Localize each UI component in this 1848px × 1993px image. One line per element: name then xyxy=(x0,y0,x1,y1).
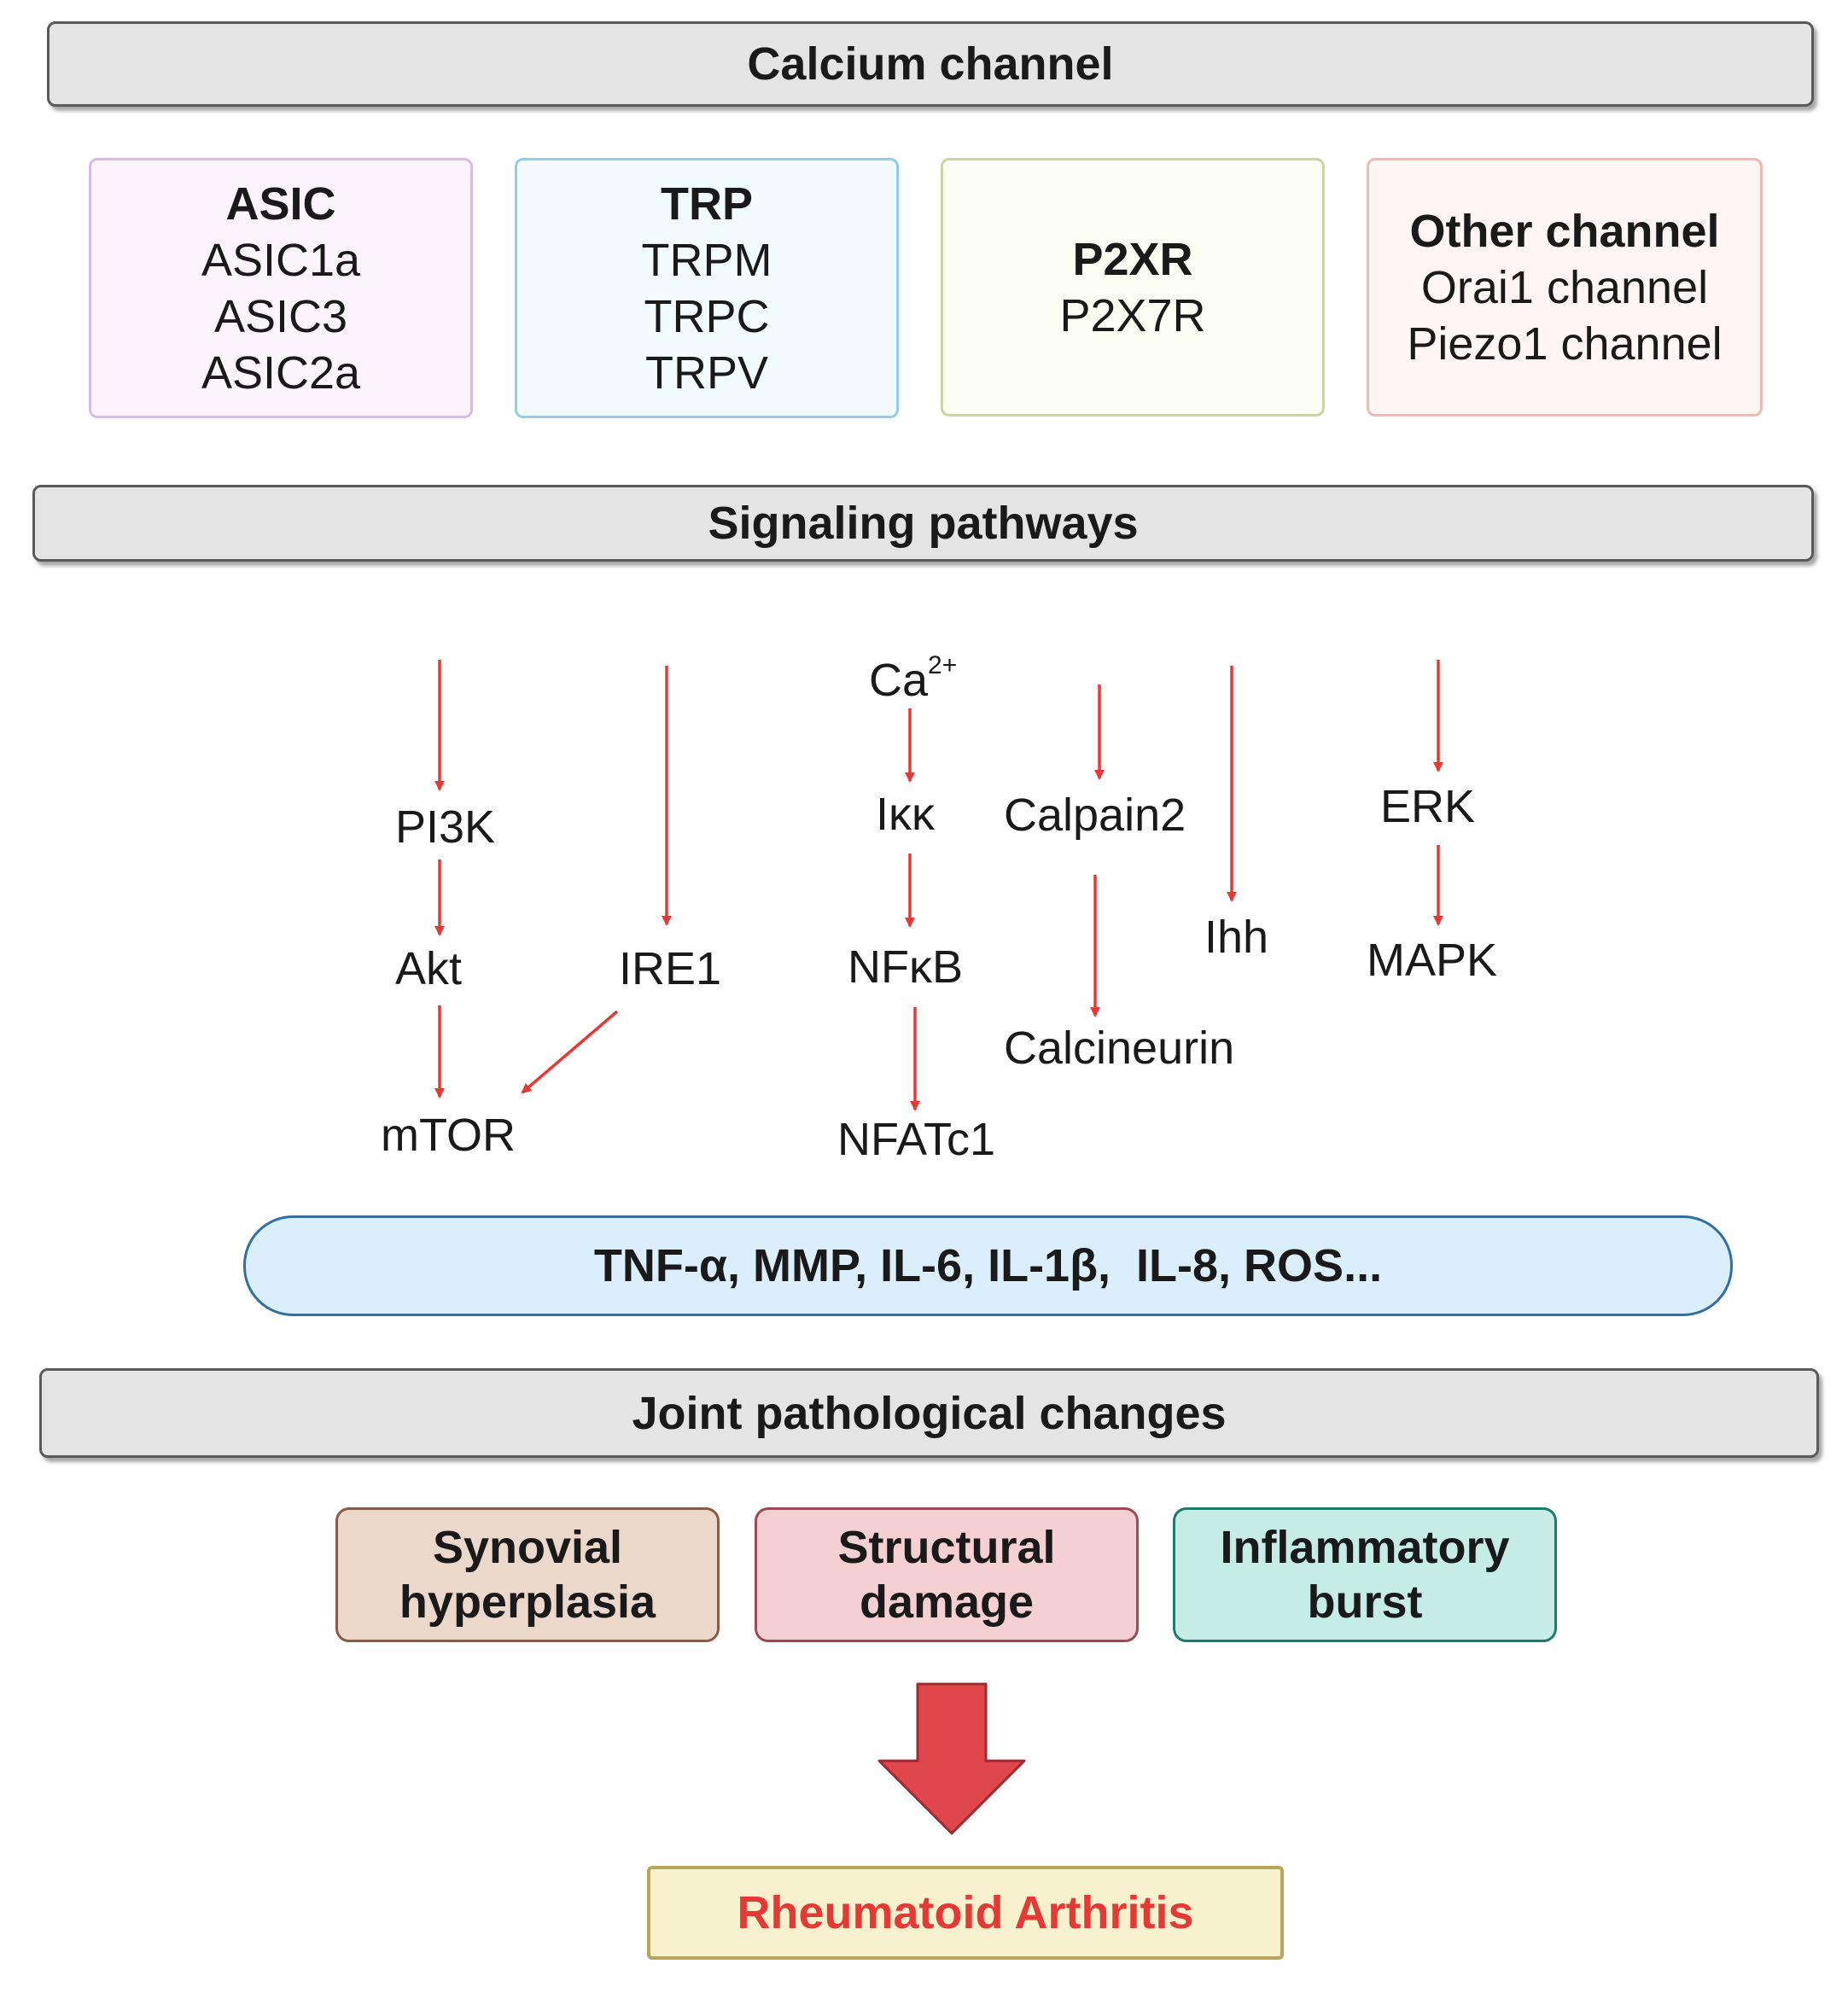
pathology-structural-damage: Structural damage xyxy=(755,1507,1139,1642)
mol-mapk: MAPK xyxy=(1367,935,1498,986)
channel-box-p2xr: P2XR P2X7R xyxy=(941,158,1325,417)
section-joint-changes: Joint pathological changes xyxy=(39,1368,1819,1458)
ca-superscript: 2+ xyxy=(928,651,958,679)
pathology-line: Structural xyxy=(837,1522,1056,1573)
mol-calpain2: Calpain2 xyxy=(1004,790,1186,841)
mol-mtor: mTOR xyxy=(381,1110,516,1161)
channel-item: TRPC xyxy=(644,290,770,342)
channel-title: P2XR xyxy=(1072,233,1193,285)
channel-title: TRP xyxy=(661,178,753,230)
channel-item: ASIC1a xyxy=(201,234,361,286)
pathology-synovial-hyperplasia: Synovial hyperplasia xyxy=(335,1507,720,1642)
channel-title: Other channel xyxy=(1409,205,1720,257)
mol-ire1: IRE1 xyxy=(619,943,722,994)
mol-ihh: Ihh xyxy=(1204,912,1269,963)
channel-item: TRPV xyxy=(644,347,769,399)
channel-item: ASIC3 xyxy=(213,290,348,342)
pathology-line: damage xyxy=(859,1576,1035,1628)
section-signaling-pathways: Signaling pathways xyxy=(32,485,1814,562)
mol-ikk: Iκκ xyxy=(876,789,936,840)
channel-item: Orai1 channel xyxy=(1420,261,1709,313)
big-down-arrow xyxy=(877,1682,1026,1835)
outcome-rheumatoid-arthritis: Rheumatoid Arthritis xyxy=(647,1866,1284,1960)
arrow-ire1-mtor xyxy=(521,1010,619,1094)
channel-item: P2X7R xyxy=(1059,289,1206,341)
pathology-line: Synovial xyxy=(432,1522,623,1573)
mol-erk: ERK xyxy=(1380,781,1476,832)
mol-nfatc1: NFATc1 xyxy=(837,1114,996,1165)
channel-item: ASIC2a xyxy=(201,347,361,399)
section-calcium-channel: Calcium channel xyxy=(47,21,1814,107)
mol-nfkb: NFκB xyxy=(848,941,963,993)
mol-ca2: Ca2+ xyxy=(869,640,957,706)
pathology-inflammatory-burst: Inflammatory burst xyxy=(1173,1507,1557,1642)
ca-base: Ca xyxy=(869,655,929,706)
mol-pi3k: PI3K xyxy=(395,801,496,853)
mol-akt: Akt xyxy=(395,943,463,994)
mol-calcineurin: Calcineurin xyxy=(1004,1023,1235,1074)
channel-title: ASIC xyxy=(225,178,336,230)
pathology-line: burst xyxy=(1307,1576,1423,1628)
channel-box-trp: TRP TRPM TRPC TRPV xyxy=(515,158,899,418)
pathology-line: hyperplasia xyxy=(399,1576,656,1628)
channel-box-asic: ASIC ASIC1a ASIC3 ASIC2a xyxy=(89,158,473,418)
channel-box-other: Other channel Orai1 channel Piezo1 chann… xyxy=(1367,158,1763,417)
mediators-pill: TNF-α, MMP, IL-6, IL-1β, IL-8, ROS... xyxy=(243,1215,1733,1316)
channel-item: Piezo1 channel xyxy=(1407,318,1723,370)
pathology-line: Inflammatory xyxy=(1220,1522,1510,1573)
channel-item: TRPM xyxy=(641,234,772,286)
